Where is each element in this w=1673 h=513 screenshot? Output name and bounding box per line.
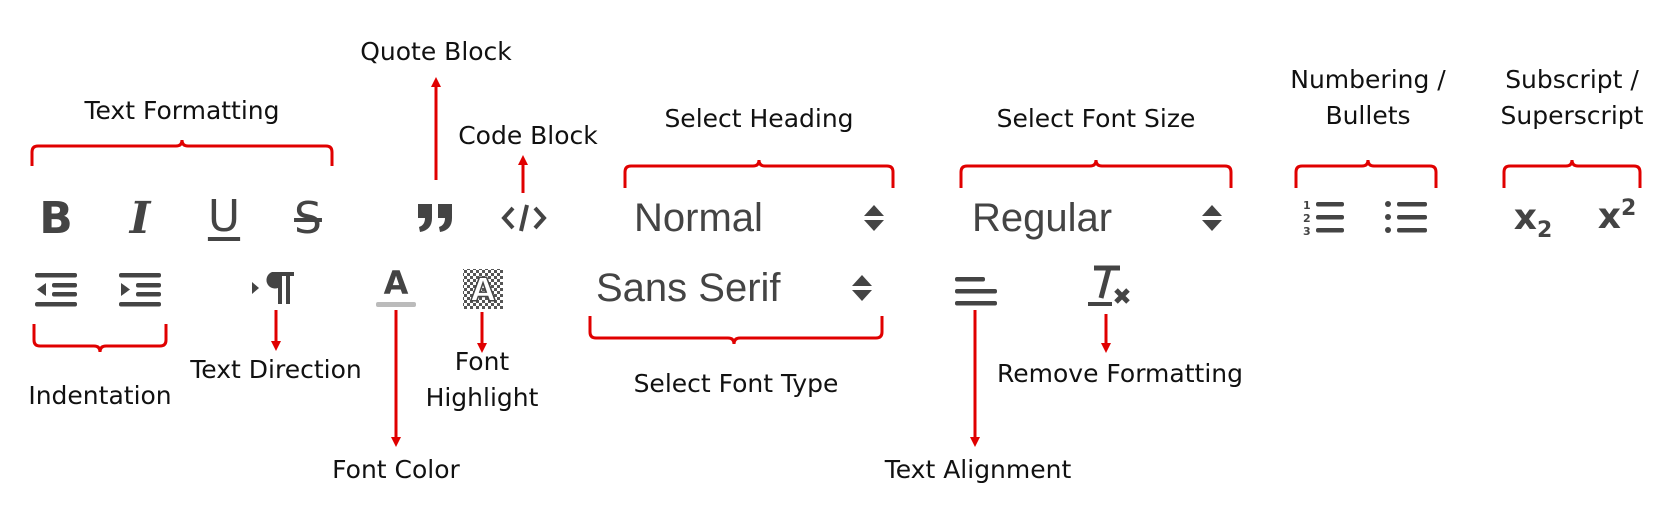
label-subscript-superscript: Subscript / Superscript	[1500, 65, 1644, 130]
label-numbering-bullets: Numbering / Bullets	[1290, 65, 1446, 130]
ordered-list-icon: 1 2 3	[1303, 199, 1344, 238]
strike-button[interactable]: S	[284, 192, 332, 244]
svg-text:A: A	[471, 271, 496, 309]
bracket-select-font-size	[959, 159, 1233, 188]
indent-button[interactable]	[116, 268, 164, 312]
font-size-select-value: Regular	[972, 195, 1113, 240]
underline-icon: U	[207, 190, 241, 242]
code-block-icon	[501, 204, 547, 232]
bracket-subscript-superscript	[1502, 159, 1642, 188]
outdent-icon	[35, 273, 77, 307]
font-highlight-icon: A	[463, 269, 503, 310]
bracket-select-heading	[623, 159, 895, 188]
svg-text:3: 3	[1303, 225, 1311, 238]
select-arrows-icon	[852, 275, 872, 301]
italic-icon: I	[129, 192, 151, 244]
bold-button[interactable]: B	[32, 192, 80, 244]
align-button[interactable]	[952, 272, 1000, 312]
underline-button[interactable]: U	[200, 190, 248, 242]
label-code-block: Code Block	[458, 121, 598, 150]
bracket-numbering-bullets	[1294, 159, 1438, 188]
svg-text:1: 1	[1303, 199, 1311, 212]
svg-text:2: 2	[1303, 212, 1311, 225]
label-text-formatting: Text Formatting	[84, 96, 280, 125]
text-direction-button[interactable]	[246, 266, 302, 310]
strike-icon: S	[294, 192, 322, 244]
label-select-font-type: Select Font Type	[633, 369, 839, 398]
subscript-button[interactable]: x2	[1506, 194, 1560, 246]
label-remove-formatting: Remove Formatting	[997, 359, 1243, 388]
align-icon	[955, 277, 997, 306]
label-font-color: Font Color	[332, 455, 460, 484]
font-highlight-button[interactable]: A	[460, 266, 506, 312]
clear-format-icon	[1088, 265, 1130, 306]
bracket-text-formatting	[30, 139, 334, 166]
bracket-indentation	[32, 324, 168, 353]
label-quote-block: Quote Block	[360, 37, 512, 66]
label-select-font-size: Select Font Size	[996, 104, 1196, 133]
subscript-icon: x2	[1513, 196, 1553, 244]
text-direction-icon	[252, 272, 294, 304]
font-color-icon: A	[376, 264, 416, 307]
bullet-list-button[interactable]	[1382, 194, 1430, 242]
font-size-select[interactable]: Regular	[972, 194, 1222, 242]
bold-icon: B	[39, 192, 73, 244]
bracket-select-font-type	[588, 316, 884, 345]
quote-block-button[interactable]	[412, 196, 460, 240]
heading-select-value: Normal	[634, 195, 763, 240]
label-select-heading: Select Heading	[664, 104, 854, 133]
font-type-select-value: Sans Serif	[596, 265, 781, 310]
select-arrows-icon	[864, 205, 884, 231]
clear-format-button[interactable]	[1080, 262, 1136, 312]
font-type-select[interactable]: Sans Serif	[596, 264, 872, 312]
code-block-button[interactable]	[496, 198, 552, 238]
label-text-direction: Text Direction	[190, 355, 362, 384]
select-arrows-icon	[1202, 205, 1222, 231]
ordered-list-button[interactable]: 1 2 3	[1300, 194, 1348, 242]
label-indentation: Indentation	[28, 381, 172, 410]
label-font-highlight: Font Highlight	[425, 347, 539, 412]
font-color-button[interactable]: A	[372, 262, 420, 312]
svg-text:A: A	[384, 264, 409, 302]
heading-select[interactable]: Normal	[634, 194, 884, 242]
label-text-alignment: Text Alignment	[884, 455, 1072, 484]
superscript-button[interactable]: x2	[1590, 190, 1644, 242]
italic-button[interactable]: I	[116, 192, 164, 244]
outdent-button[interactable]	[32, 268, 80, 312]
quote-icon	[418, 204, 452, 232]
superscript-icon: x2	[1597, 195, 1637, 237]
indent-icon	[119, 273, 161, 307]
bullet-list-icon	[1385, 201, 1427, 233]
